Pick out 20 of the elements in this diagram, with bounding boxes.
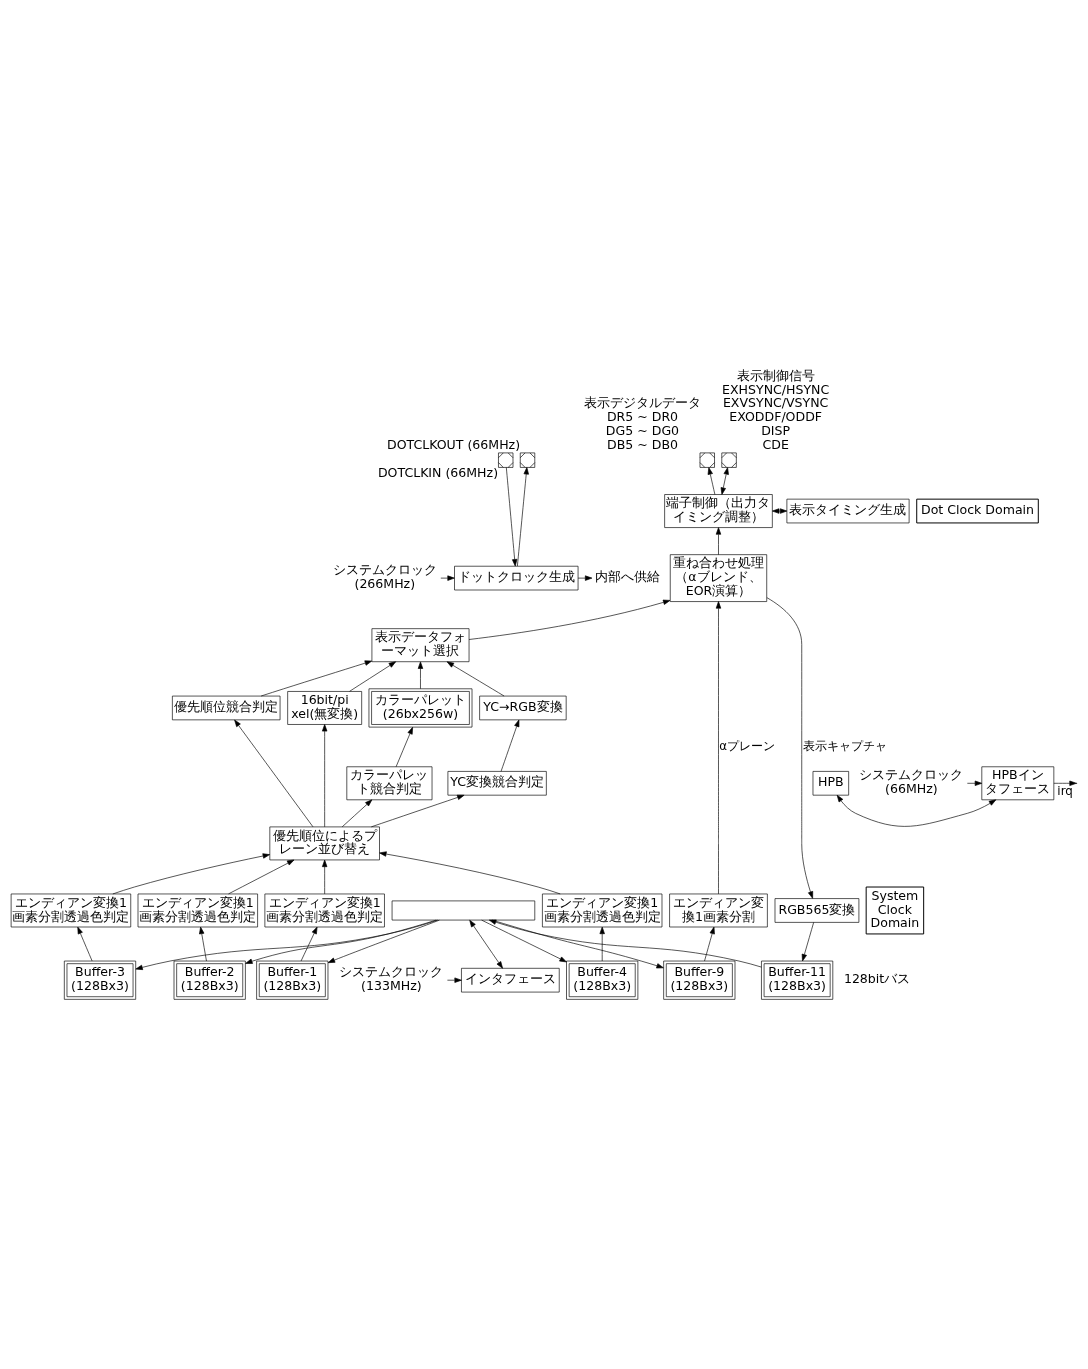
node-text: 内部へ供給	[594, 569, 660, 585]
node-label: EXVSYNC/VSYNC	[722, 395, 829, 411]
node-label: 表示制御信号	[736, 367, 815, 383]
edge-label: αプレーン	[719, 738, 776, 753]
node-label: DG5 ~ DG0	[605, 423, 680, 439]
node-label: EXODDF/ODDF	[729, 409, 823, 425]
node-text: システムクロック (66MHz)	[859, 767, 964, 797]
node-label: 表示デジタルデータ	[584, 395, 701, 411]
edge-label: irq	[1057, 783, 1073, 798]
node-label: DISP	[761, 423, 791, 439]
label: 128bitバス	[843, 971, 911, 987]
node-label: DOTCLKIN (66MHz)	[377, 465, 499, 481]
edge-label: 表示キャプチャ	[802, 738, 887, 753]
node-text: システムクロック (133MHz)	[339, 964, 444, 994]
node-label: DOTCLKOUT (66MHz)	[386, 437, 521, 453]
node-text: システムクロック (266MHz)	[332, 562, 437, 592]
node-label: CDE	[762, 437, 789, 453]
node-label: DB5 ~ DB0	[607, 437, 678, 453]
node-label: DR5 ~ DR0	[606, 409, 679, 425]
node-label: EXHSYNC/HSYNC	[722, 381, 830, 397]
